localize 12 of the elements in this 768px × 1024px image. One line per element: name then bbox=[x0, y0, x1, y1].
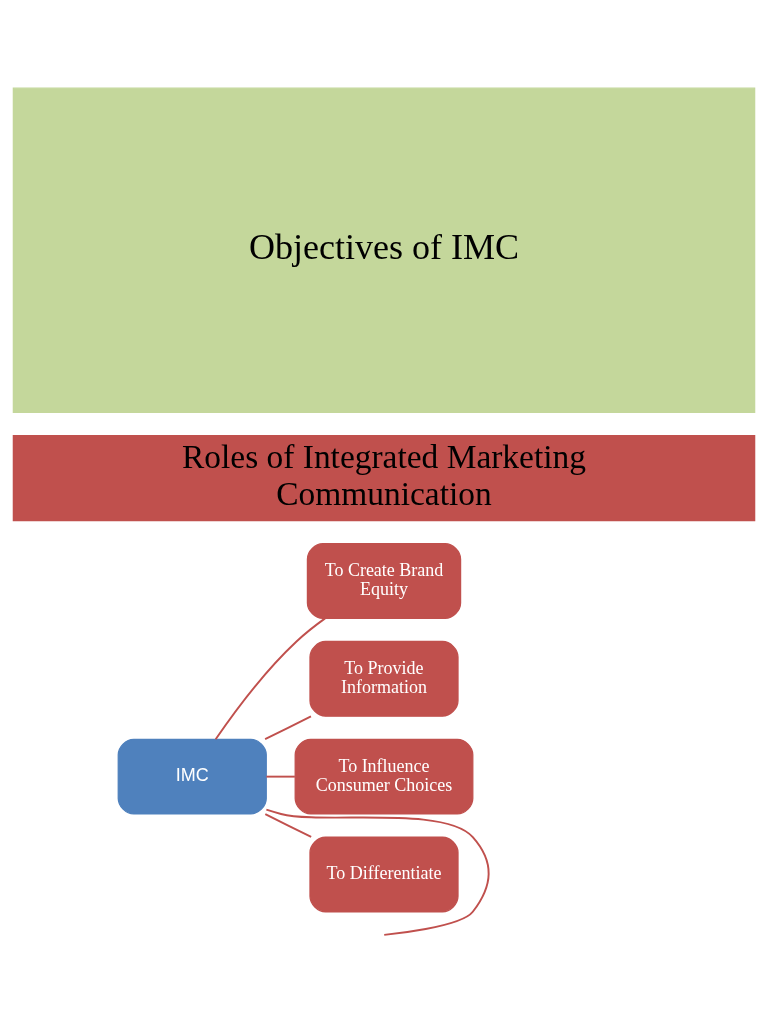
node-box: IMC bbox=[117, 738, 267, 815]
connector bbox=[265, 775, 296, 778]
connector bbox=[264, 715, 312, 741]
node-box: Roles of Integrated Marketing Communication bbox=[12, 434, 756, 522]
connector bbox=[264, 813, 313, 838]
node-box: To Influence Consumer Choices bbox=[294, 738, 474, 815]
node-box: To Differentiate bbox=[309, 836, 459, 913]
node-box: To Provide Information bbox=[309, 640, 459, 717]
node-box: Objectives of IMC bbox=[12, 87, 756, 414]
connector bbox=[214, 617, 327, 741]
node-box: To Create Brand Equity bbox=[306, 543, 462, 619]
connector bbox=[265, 808, 490, 936]
